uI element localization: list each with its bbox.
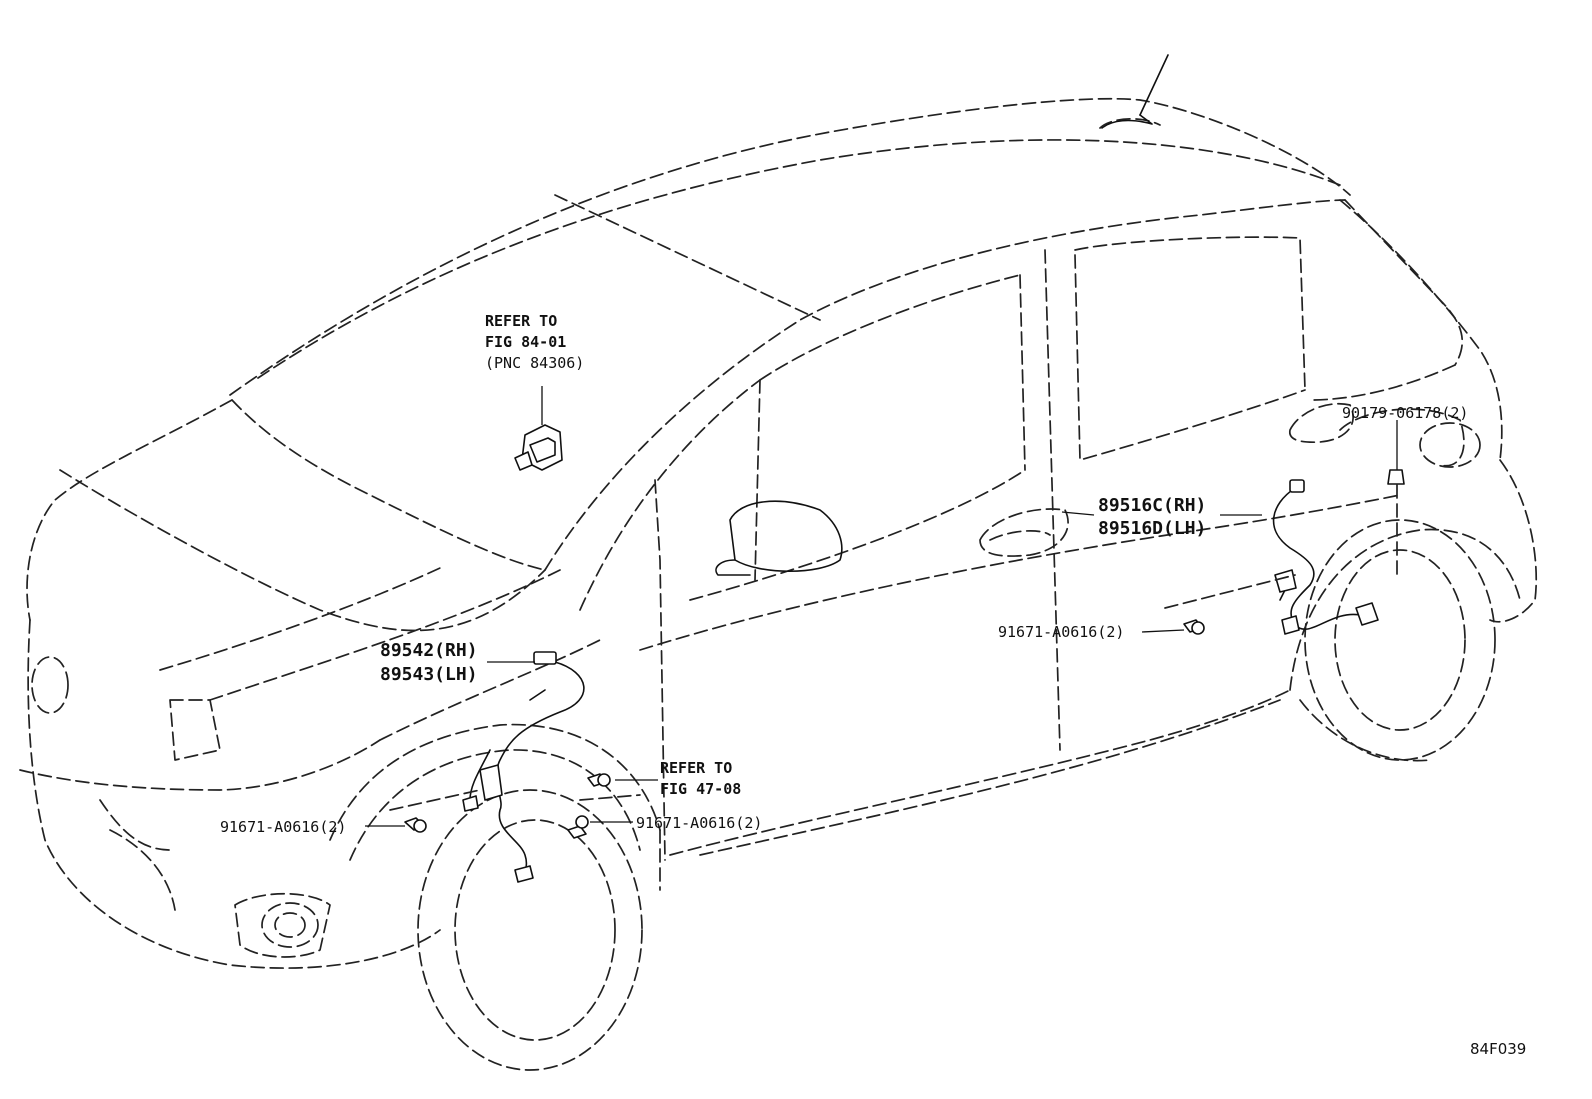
front-sensor-lh-label: 89543(LH) [380, 664, 478, 685]
rear-sensor-lh-label: 89516D(LH) [1098, 518, 1206, 539]
refer-fig47-line-2: FIG 47-08 [660, 780, 741, 798]
clip-rear-label: 90179-06178(2) [1342, 404, 1468, 422]
bolt-front-left [404, 817, 427, 833]
front-sensor-harness [462, 651, 585, 883]
clip-rear [1387, 469, 1405, 485]
rear-sensor-harness [1272, 479, 1379, 635]
bolt-rear [1183, 619, 1205, 635]
bolt-rear-label: 91671-A0616(2) [998, 623, 1124, 641]
gps-module-part [514, 386, 563, 471]
bolt-front-lower [567, 815, 589, 839]
refer-gps-line-1: REFER TO [485, 312, 557, 330]
front-sensor-rh-label: 89542(RH) [380, 640, 478, 661]
bolt-front-upper [587, 773, 611, 787]
roof-antenna [1101, 54, 1169, 129]
side-mirror [715, 500, 843, 576]
refer-gps-line-2: FIG 84-01 [485, 333, 566, 351]
refer-fig47-line-1: REFER TO [660, 759, 732, 777]
refer-gps-line-3: (PNC 84306) [485, 354, 584, 372]
bolt-front-left-label: 91671-A0616(2) [220, 818, 346, 836]
leader-lines [365, 420, 1398, 827]
figure-id: 84F039 [1470, 1040, 1526, 1058]
bolt-front-right-label: 91671-A0616(2) [636, 814, 762, 832]
vehicle-outline [19, 97, 1538, 1071]
rear-sensor-rh-label: 89516C(RH) [1098, 495, 1206, 516]
